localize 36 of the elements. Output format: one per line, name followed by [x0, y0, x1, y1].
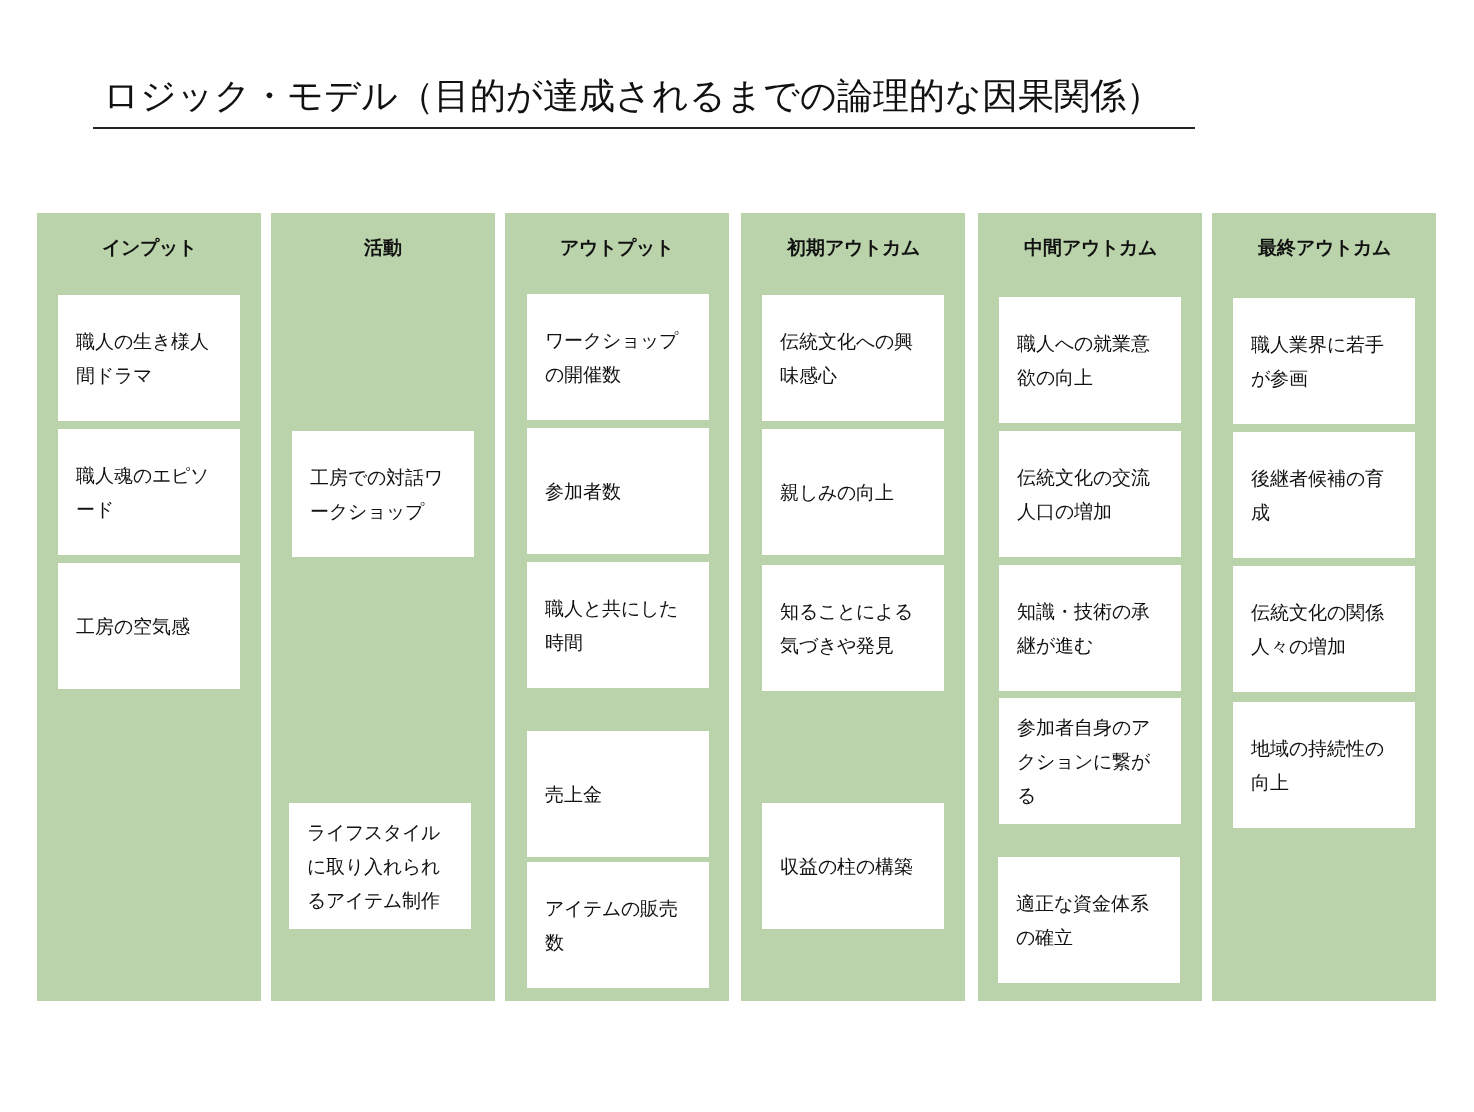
text-card: 収益の柱の構築 [762, 803, 944, 929]
text-card: 知ることによる気づきや発見 [762, 565, 944, 691]
text-card: 売上金 [527, 731, 709, 857]
text-card: 参加者数 [527, 428, 709, 554]
text-card: 職人の生き様人間ドラマ [58, 295, 240, 421]
text-card: 知識・技術の承継が進む [999, 565, 1181, 691]
column-heading: 活動 [363, 235, 403, 260]
column-panel [505, 213, 729, 1001]
text-card: ワークショップの開催数 [527, 294, 709, 420]
text-card: 工房での対話ワークショップ [292, 431, 474, 557]
text-card: 職人への就業意欲の向上 [999, 297, 1181, 423]
text-card: 親しみの向上 [762, 429, 944, 555]
text-card: 伝統文化の関係人々の増加 [1233, 566, 1415, 692]
page-title: ロジック・モデル（目的が達成されるまでの論理的な因果関係） [93, 72, 1195, 129]
column-heading: アウトプット [559, 235, 675, 260]
text-card: 工房の空気感 [58, 563, 240, 689]
text-card: 適正な資金体系の確立 [998, 857, 1180, 983]
text-card: 伝統文化への興味感心 [762, 295, 944, 421]
column-heading: 初期アウトカム [785, 235, 921, 260]
text-card: 職人魂のエピソード [58, 429, 240, 555]
text-card: 職人業界に若手が参画 [1233, 298, 1415, 424]
column-panel [1212, 213, 1436, 1001]
column-heading: 最終アウトカム [1256, 235, 1392, 260]
text-card: 職人と共にした時間 [527, 562, 709, 688]
column-heading: 中間アウトカム [1022, 235, 1158, 260]
column-heading: インプット [100, 235, 198, 260]
text-card: アイテムの販売数 [527, 862, 709, 988]
text-card: 地域の持続性の向上 [1233, 702, 1415, 828]
column-panel [741, 213, 965, 1001]
text-card: 伝統文化の交流人口の増加 [999, 431, 1181, 557]
text-card: ライフスタイルに取り入れられるアイテム制作 [289, 803, 471, 929]
text-card: 参加者自身のアクションに繋がる [999, 698, 1181, 824]
column-panel [271, 213, 495, 1001]
column-panel [978, 213, 1202, 1001]
column-panel [37, 213, 261, 1001]
text-card: 後継者候補の育成 [1233, 432, 1415, 558]
